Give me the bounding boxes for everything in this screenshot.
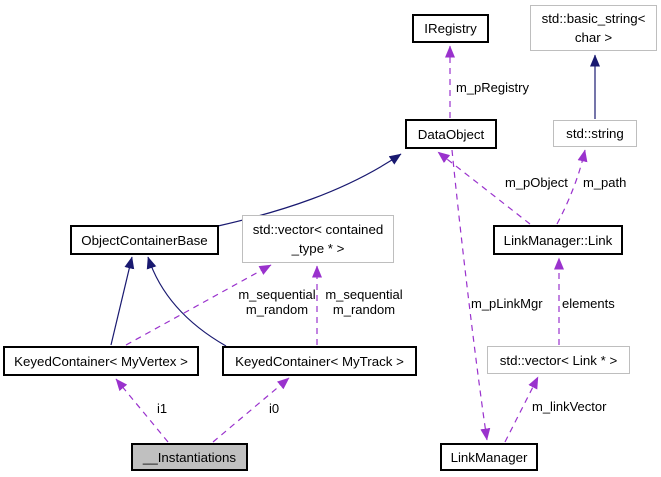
edge-usage-dataobject-linkmanager xyxy=(451,149,491,441)
node-label-line2: char > xyxy=(574,30,613,45)
node-label-line1: std::basic_string< xyxy=(541,11,646,26)
node-label: IRegistry xyxy=(424,21,477,36)
edge-label-i1: i1 xyxy=(157,401,168,416)
edge-label-line2: m_random xyxy=(332,302,396,317)
edge-usage-instantiations-myvertex xyxy=(115,378,169,443)
node-label: LinkManager::Link xyxy=(503,232,613,248)
edge-usage-linkmanager-vectorlink xyxy=(504,376,539,443)
node-objectcontainerbase[interactable]: ObjectContainerBase xyxy=(70,225,219,255)
node-label: std::string xyxy=(566,126,624,141)
node-dataobject[interactable]: DataObject xyxy=(405,119,497,149)
node-std-basic-string: std::basic_string< char > xyxy=(530,5,657,51)
edge-label-m-pobject: m_pObject xyxy=(505,175,568,190)
edge-label-line2: m_random xyxy=(245,302,309,317)
edge-label-mytrack-sequential-random: m_sequential m_random xyxy=(320,287,408,317)
node-label: LinkManager xyxy=(450,449,528,465)
node-std-string: std::string xyxy=(553,120,637,147)
edge-label-line1: m_sequential xyxy=(325,287,403,302)
node-std-vector-contained-type: std::vector< contained _type * > xyxy=(242,215,394,263)
node-instantiations: __Instantiations xyxy=(131,443,248,471)
node-label: KeyedContainer< MyTrack > xyxy=(235,353,404,369)
edge-label-line1: m_sequential xyxy=(238,287,316,302)
node-iregistry[interactable]: IRegistry xyxy=(412,14,489,43)
node-linkmanager[interactable]: LinkManager xyxy=(440,443,538,471)
edge-label-elements: elements xyxy=(562,296,615,311)
node-std-vector-link: std::vector< Link * > xyxy=(487,346,630,374)
edge-label-m-plinkmgr: m_pLinkMgr xyxy=(471,296,543,311)
node-label: std::vector< Link * > xyxy=(499,352,618,368)
node-keyedcontainer-myvertex[interactable]: KeyedContainer< MyVertex > xyxy=(3,346,199,376)
edge-label-myvertex-sequential-random: m_sequential m_random xyxy=(232,287,322,317)
edge-inheritance-mytrack-objectcontainerbase xyxy=(146,256,227,347)
node-label-line1: std::vector< contained xyxy=(252,222,384,237)
edge-inheritance-objectcontainerbase-dataobject xyxy=(217,153,402,227)
edge-label-m-linkvector: m_linkVector xyxy=(532,399,607,414)
edge-label-m-path: m_path xyxy=(583,175,627,190)
node-label: DataObject xyxy=(417,126,485,142)
edge-inheritance-myvertex-objectcontainerbase xyxy=(110,256,135,346)
node-label: ObjectContainerBase xyxy=(81,232,208,248)
edge-label-i0: i0 xyxy=(269,401,280,416)
edge-usage-instantiations-mytrack xyxy=(212,377,290,443)
node-label-line2: _type * > xyxy=(291,241,345,256)
node-keyedcontainer-mytrack[interactable]: KeyedContainer< MyTrack > xyxy=(222,346,417,376)
node-label: KeyedContainer< MyVertex > xyxy=(14,353,188,369)
node-linkmanager-link[interactable]: LinkManager::Link xyxy=(493,225,623,255)
edge-usage-link-dataobject xyxy=(437,151,531,225)
node-label: __Instantiations xyxy=(142,449,237,465)
edge-label-m-pregistry: m_pRegistry xyxy=(456,80,529,95)
edge-usage-myvertex-vectorcontained xyxy=(125,264,272,346)
